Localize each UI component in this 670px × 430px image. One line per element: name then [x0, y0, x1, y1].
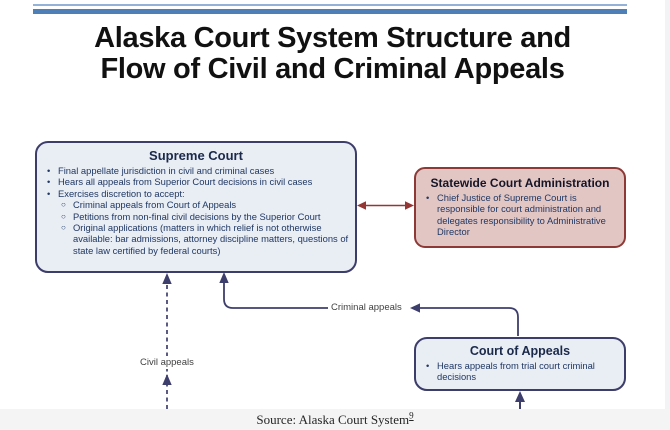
bullet-text: Chief Justice of Supreme Court is respon…: [437, 192, 606, 238]
list-item: • Chief Justice of Supreme Court is resp…: [426, 192, 618, 238]
bullet-text: Original applications (matters in which …: [73, 222, 349, 256]
list-item: ○ Petitions from non-final civil decisio…: [61, 211, 349, 222]
source-footnote-link[interactable]: 9: [409, 410, 414, 421]
list-item: ○ Criminal appeals from Court of Appeals: [61, 199, 349, 210]
bullet-text: Petitions from non-final civil decisions…: [73, 210, 321, 222]
list-item: • Hears appeals from trial court crimina…: [426, 360, 618, 383]
statewide-admin-bullet-list: • Chief Justice of Supreme Court is resp…: [416, 192, 624, 238]
bullet-text: Exercises discretion to accept:: [58, 187, 185, 199]
bullet-circle-icon: ○: [61, 223, 66, 233]
civil-appeals-label: Civil appeals: [137, 356, 197, 369]
top-rule-thick: [33, 9, 627, 14]
supreme-court-bullet-list: • Final appellate jurisdiction in civil …: [37, 165, 355, 256]
bullet-text: Hears all appeals from Superior Court de…: [58, 176, 313, 188]
page-title-line-2: Flow of Civil and Criminal Appeals: [100, 53, 565, 85]
court-of-appeals-bullet-list: • Hears appeals from trial court crimina…: [416, 360, 624, 383]
list-item: ○ Original applications (matters in whic…: [61, 222, 349, 256]
list-item: • Final appellate jurisdiction in civil …: [47, 165, 349, 176]
court-of-appeals-box: Court of Appeals • Hears appeals from tr…: [414, 337, 626, 391]
page-title-line-1: Alaska Court System Structure and: [94, 22, 571, 54]
bullet-dot-icon: •: [426, 360, 430, 371]
slide-area: Alaska Court System Structure and Flow o…: [0, 0, 665, 409]
criminal-appeals-label: Criminal appeals: [328, 301, 405, 314]
statewide-admin-box-title: Statewide Court Administration: [430, 176, 610, 190]
list-item: • Hears all appeals from Superior Court …: [47, 176, 349, 187]
statewide-court-administration-box: Statewide Court Administration • Chief J…: [414, 167, 626, 248]
bullet-text: Hears appeals from trial court criminal …: [437, 360, 595, 383]
supreme-court-box: Supreme Court • Final appellate jurisdic…: [35, 141, 357, 273]
list-item: • Exercises discretion to accept:: [47, 188, 349, 199]
source-strip: Source: Alaska Court System9: [0, 409, 670, 430]
bullet-dot-icon: •: [426, 192, 430, 203]
bullet-dot-icon: •: [47, 176, 51, 188]
bullet-text: Final appellate jurisdiction in civil an…: [58, 165, 275, 176]
page-title: Alaska Court System Structure and Flow o…: [0, 23, 665, 85]
bullet-circle-icon: ○: [61, 211, 66, 221]
source-text: Source: Alaska Court System: [256, 412, 410, 427]
bullet-text: Criminal appeals from Court of Appeals: [73, 199, 237, 211]
bullet-dot-icon: •: [47, 165, 51, 176]
court-of-appeals-box-title: Court of Appeals: [469, 344, 571, 358]
top-rule-thin: [33, 4, 627, 6]
supreme-court-box-title: Supreme Court: [149, 148, 243, 163]
bullet-circle-icon: ○: [61, 200, 66, 210]
bullet-dot-icon: •: [47, 187, 51, 199]
